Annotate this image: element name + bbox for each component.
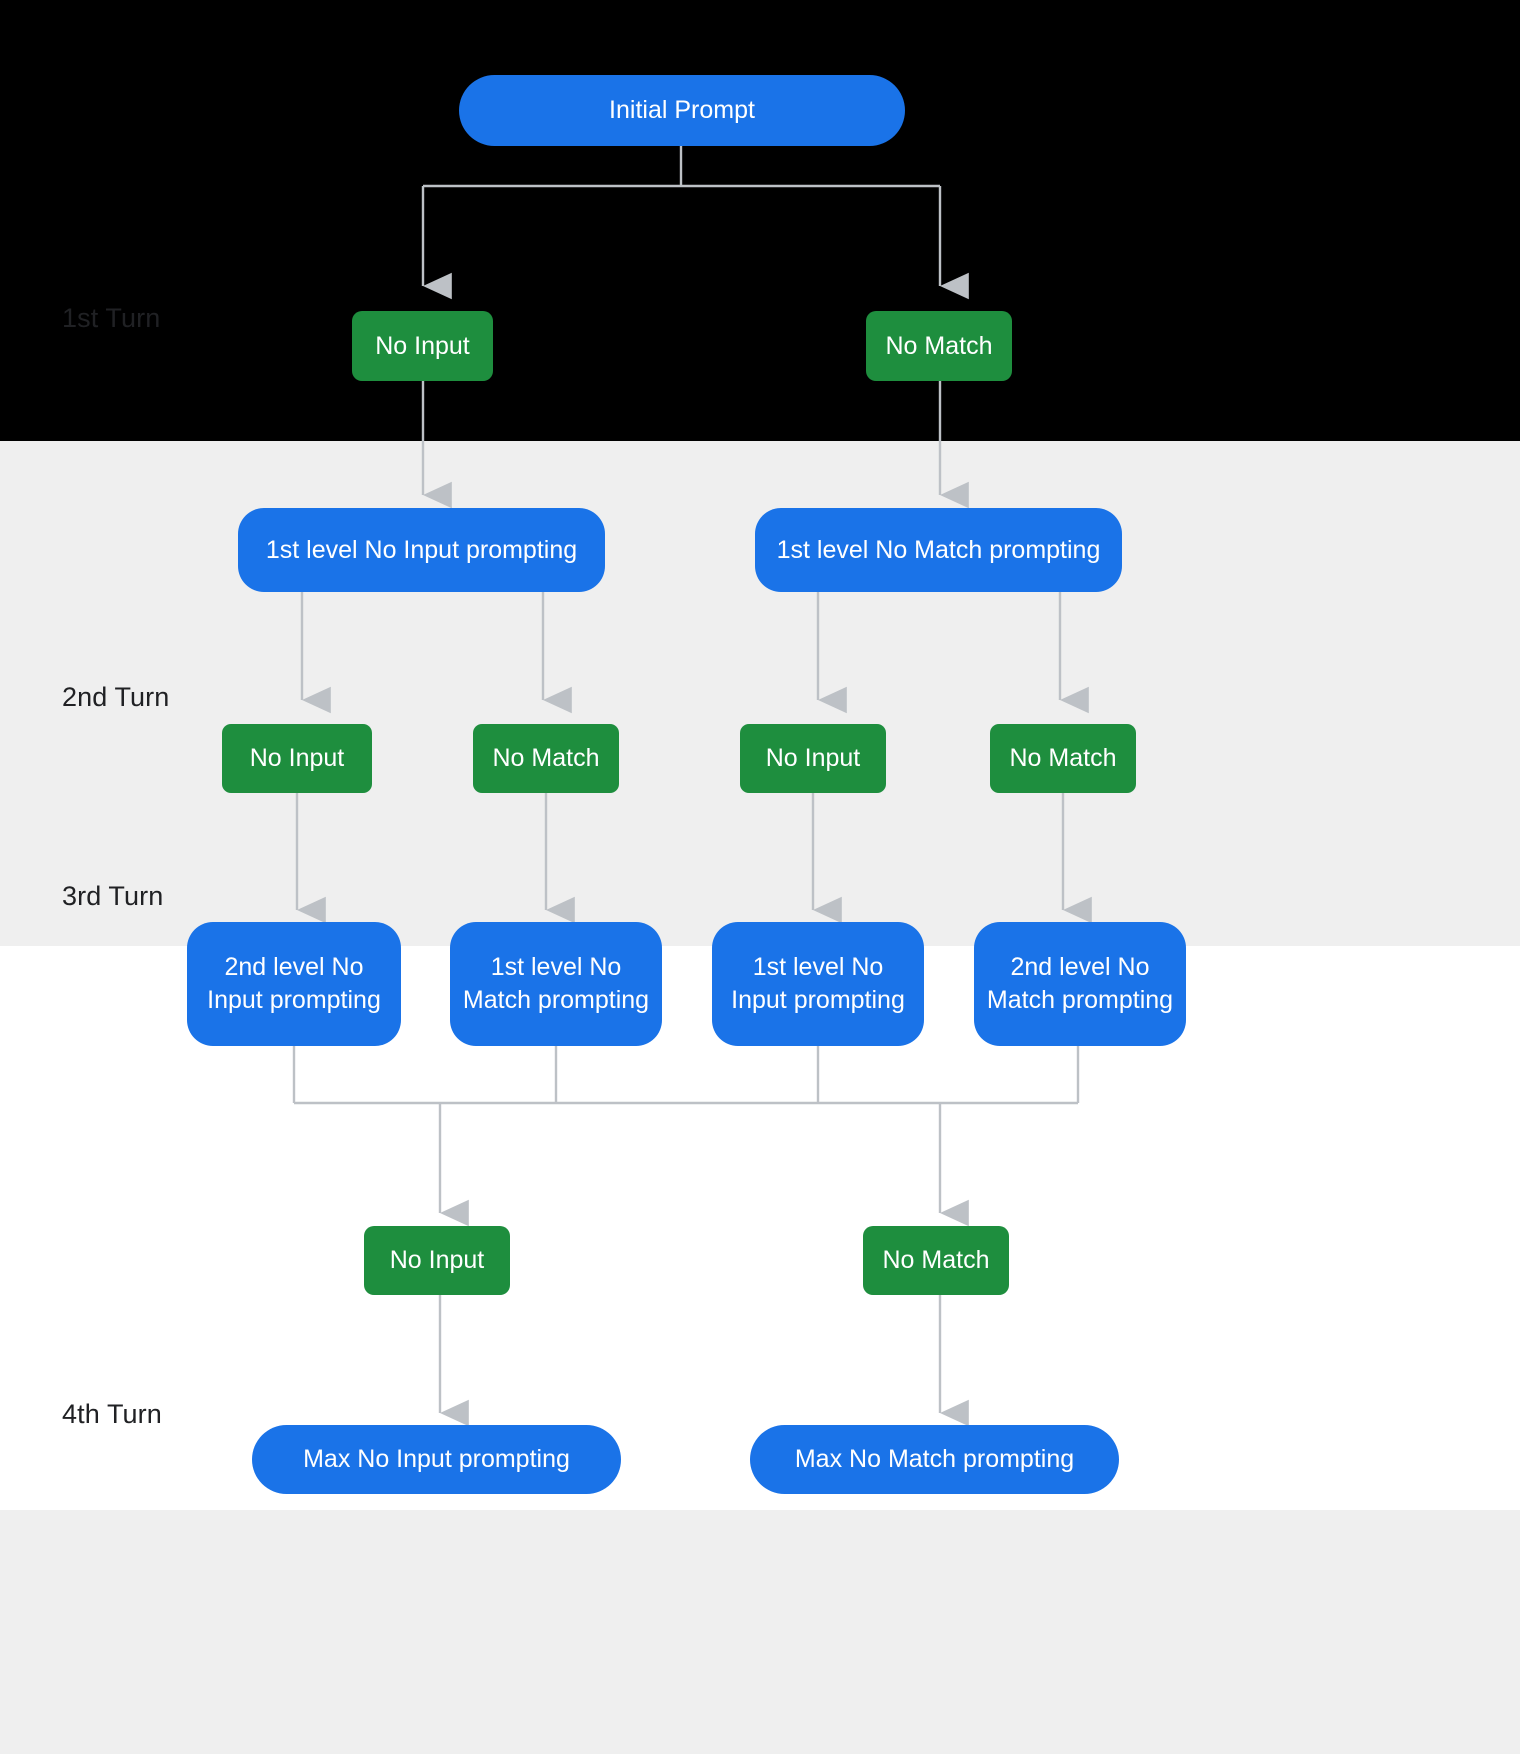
turn-label-1st: 1st Turn — [62, 303, 161, 333]
node-1st-turn-no-match[interactable]: No Match — [866, 311, 1012, 381]
node-3rd-turn-no-match[interactable]: No Match — [863, 1226, 1009, 1295]
turn-label-4th: 4th Turn — [62, 1399, 162, 1429]
node-3rd-turn-2nd-level-no-input-prompting[interactable]: 2nd level No Input prompting — [187, 922, 401, 1046]
node-3rd-turn-1st-level-no-input-prompting[interactable]: 1st level No Input prompting — [712, 922, 924, 1046]
node-1st-turn-no-input[interactable]: No Input — [352, 311, 493, 381]
node-3rd-turn-no-input[interactable]: No Input — [364, 1226, 510, 1295]
node-2nd-turn-1st-level-no-input-prompting[interactable]: 1st level No Input prompting — [238, 508, 605, 592]
node-2nd-turn-1st-level-no-match-prompting[interactable]: 1st level No Match prompting — [755, 508, 1122, 592]
turn-label-3rd: 3rd Turn — [62, 881, 164, 911]
node-initial-prompt[interactable]: Initial Prompt — [459, 75, 905, 146]
node-2nd-turn-no-input-b[interactable]: No Input — [740, 724, 886, 793]
node-4th-turn-max-no-input-prompting[interactable]: Max No Input prompting — [252, 1425, 621, 1494]
node-2nd-turn-no-match-b[interactable]: No Match — [990, 724, 1136, 793]
node-3rd-turn-1st-level-no-match-prompting[interactable]: 1st level No Match prompting — [450, 922, 662, 1046]
node-2nd-turn-no-match-a[interactable]: No Match — [473, 724, 619, 793]
turn-label-2nd: 2nd Turn — [62, 682, 170, 712]
node-4th-turn-max-no-match-prompting[interactable]: Max No Match prompting — [750, 1425, 1119, 1494]
turn-band-4 — [0, 1510, 1520, 1754]
turn-band-1 — [0, 0, 1520, 441]
node-2nd-turn-no-input-a[interactable]: No Input — [222, 724, 372, 793]
node-3rd-turn-2nd-level-no-match-prompting[interactable]: 2nd level No Match prompting — [974, 922, 1186, 1046]
